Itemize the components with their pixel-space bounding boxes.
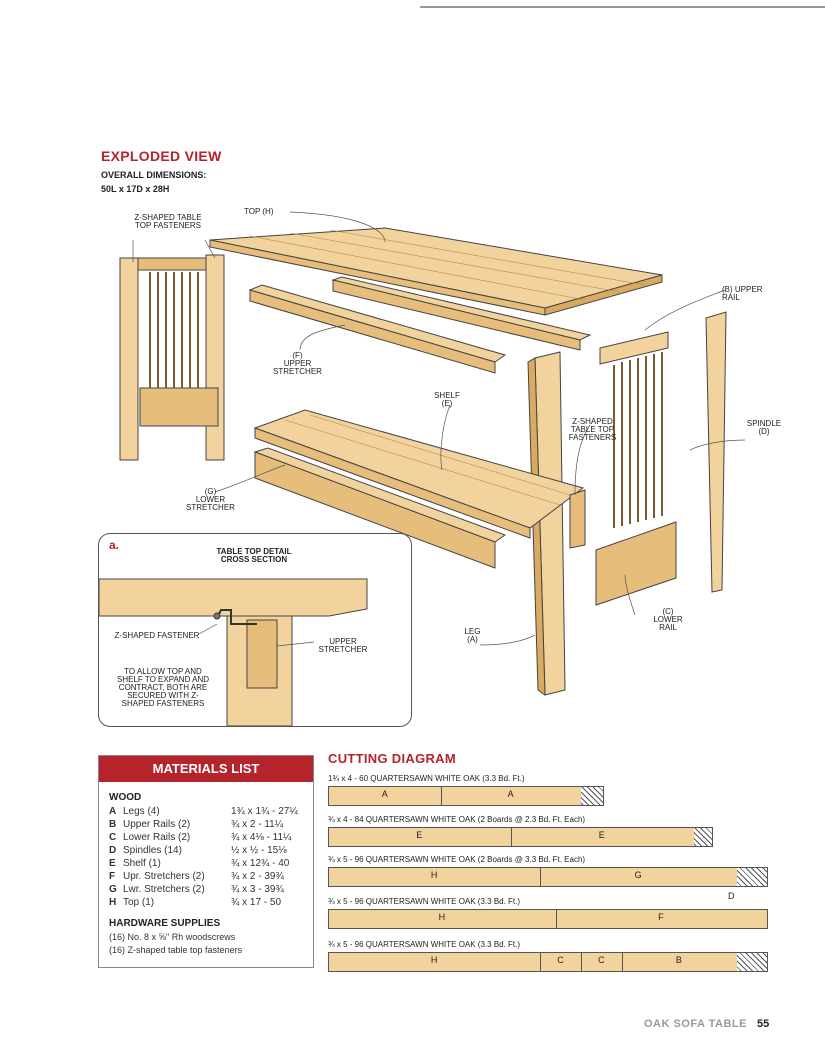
overall-dimensions-value: 50L x 17D x 28H — [101, 184, 170, 194]
material-dim: ¾ x 2 - 39¾ — [231, 871, 284, 882]
material-dim: 1¾ x 1¾ - 27¼ — [231, 806, 298, 817]
exploded-view-title: EXPLODED VIEW — [101, 148, 222, 164]
material-row: E Shelf (1) ¾ x 12¾ - 40 — [109, 858, 305, 869]
exploded-view-drawing — [119, 211, 746, 696]
material-name: Top (1) — [123, 897, 155, 908]
board-part-label: C — [557, 955, 564, 965]
top-rule — [420, 6, 825, 8]
material-name: Legs (4) — [123, 806, 160, 817]
board-cut-line — [540, 952, 542, 971]
top-label: TOP (H) — [244, 207, 274, 216]
board-cut-line — [510, 827, 512, 846]
hardware-heading: HARDWARE SUPPLIES — [109, 918, 221, 929]
board-part-label: F — [658, 912, 664, 922]
hardware-item: (16) Z-shaped table top fasteners — [109, 945, 243, 955]
material-dim: ¾ x 3 - 39¾ — [231, 884, 284, 895]
material-row: C Lower Rails (2) ¾ x 4⅛ - 11¼ — [109, 832, 305, 843]
board-caption: ¾ x 5 - 96 QUARTERSAWN WHITE OAK (3.3 Bd… — [328, 897, 521, 906]
fasteners-label-top: Z-SHAPED TABLE TOP FASTENERS — [134, 213, 202, 230]
hardware-item: (16) No. 8 x ⅝" Rh woodscrews — [109, 932, 236, 942]
material-row: D Spindles (14) ½ x ½ - 15⅛ — [109, 845, 305, 856]
board-cut-line — [621, 952, 623, 971]
material-key: D — [109, 845, 117, 856]
materials-list-title: MATERIALS LIST — [99, 756, 313, 782]
board-part-label: B — [675, 955, 682, 965]
board-part-label: A — [381, 789, 388, 799]
material-key: E — [109, 858, 116, 869]
board-part-label: H — [430, 870, 438, 880]
board-part-label: H — [438, 912, 446, 922]
material-key: G — [109, 884, 117, 895]
material-key: C — [109, 832, 117, 843]
detail-letter: a. — [109, 538, 120, 552]
material-row: B Upper Rails (2) ¾ x 2 - 11¼ — [109, 819, 305, 830]
board-caption: ¾ x 5 - 96 QUARTERSAWN WHITE OAK (3.3 Bd… — [328, 940, 521, 949]
board-part-label: E — [598, 830, 605, 840]
overall-dimensions-heading: OVERALL DIMENSIONS: — [101, 170, 207, 180]
materials-list: MATERIALS LIST WOOD A Legs (4) 1¾ x 1¾ - 2… — [98, 755, 314, 968]
wood-heading: WOOD — [109, 792, 142, 803]
board — [328, 786, 604, 806]
material-dim: ¾ x 12¾ - 40 — [231, 858, 290, 869]
board-cut-line — [555, 909, 557, 928]
board — [328, 827, 713, 847]
upper-rail-label: (B) UPPER RAIL — [722, 285, 763, 302]
board-extra-label: D — [728, 891, 735, 901]
material-name: Spindles (14) — [123, 845, 182, 856]
detail-note: TO ALLOW TOP AND SHELF TO EXPAND AND CON… — [116, 667, 210, 708]
material-dim: ½ x ½ - 15⅛ — [231, 845, 287, 856]
cutting-diagram-title: CUTTING DIAGRAM — [328, 751, 456, 766]
material-dim: ¾ x 4⅛ - 11¼ — [231, 832, 292, 843]
board — [328, 867, 768, 887]
upper-stretcher-label: (F)UPPER STRETCHER — [273, 351, 322, 376]
material-key: B — [109, 819, 117, 830]
board-part-label: H — [430, 955, 438, 965]
material-row: F Upr. Stretchers (2) ¾ x 2 - 39¾ — [109, 871, 305, 882]
board-caption: ¾ x 4 - 84 QUARTERSAWN WHITE OAK (2 Boar… — [328, 815, 586, 824]
material-name: Lower Rails (2) — [123, 832, 191, 843]
board-part-label: E — [416, 830, 423, 840]
board-part-label: A — [507, 789, 514, 799]
material-row: G Lwr. Stretchers (2) ¾ x 3 - 39¾ — [109, 884, 305, 895]
fasteners-label-mid: Z-SHAPED TABLE TOP FASTENERS — [568, 417, 617, 442]
material-row: A Legs (4) 1¾ x 1¾ - 27¼ — [109, 806, 305, 817]
lower-stretcher-label: (G)LOWER STRETCHER — [186, 487, 235, 512]
board — [328, 909, 768, 929]
leg-label: LEG(A) — [464, 627, 481, 644]
material-key: F — [109, 871, 116, 882]
material-name: Upr. Stretchers (2) — [123, 871, 205, 882]
detail-stretcher-label: UPPER STRETCHER — [318, 637, 368, 654]
detail-drawing — [99, 578, 368, 726]
spindle-label: SPINDLE(D) — [746, 419, 782, 436]
board — [328, 952, 768, 972]
board-caption: ¾ x 5 - 96 QUARTERSAWN WHITE OAK (2 Boar… — [328, 855, 586, 864]
material-key: H — [109, 897, 117, 908]
material-name: Lwr. Stretchers (2) — [123, 884, 205, 895]
board-cut-line — [441, 786, 443, 805]
board-part-label: G — [634, 870, 642, 880]
material-row: H Top (1) ¾ x 17 - 50 — [109, 897, 305, 908]
material-dim: ¾ x 17 - 50 — [231, 897, 282, 908]
shelf-label: SHELF(E) — [434, 391, 460, 408]
board-caption: 1¾ x 4 - 60 QUARTERSAWN WHITE OAK (3.3 B… — [328, 774, 525, 783]
lower-rail-label: (C)LOWER RAIL — [653, 607, 683, 632]
detail-fastener-label: Z-SHAPED FASTENER — [114, 631, 200, 640]
material-name: Upper Rails (2) — [123, 819, 191, 830]
page-number: 55 — [757, 1018, 770, 1030]
board-cut-line — [580, 952, 582, 971]
material-name: Shelf (1) — [123, 858, 161, 869]
material-dim: ¾ x 2 - 11¼ — [231, 819, 284, 830]
material-key: A — [109, 806, 117, 817]
board-cut-line — [540, 867, 542, 886]
footer-title: OAK SOFA TABLE — [644, 1018, 747, 1030]
board-part-label: C — [598, 955, 605, 965]
